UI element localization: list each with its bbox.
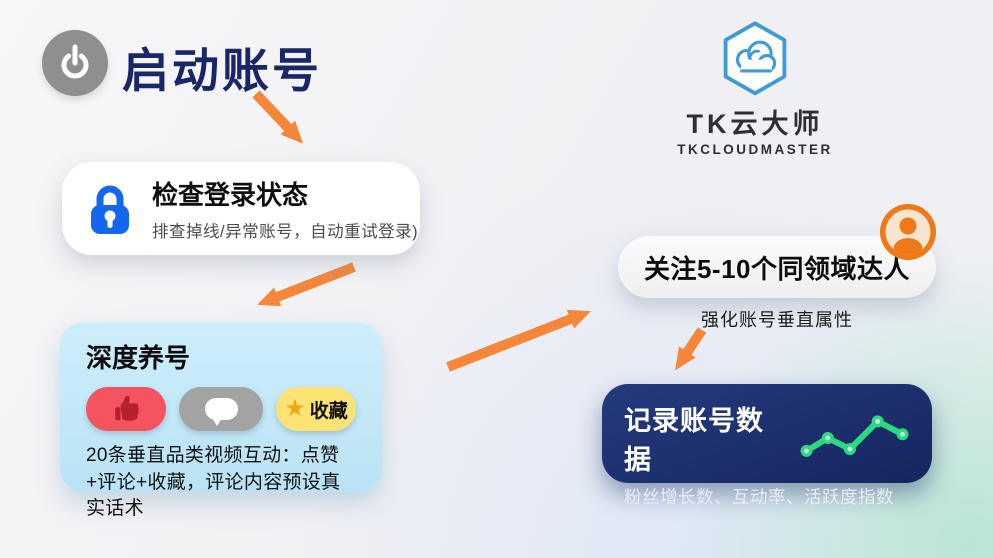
favorite-pill: ★ 收藏: [275, 387, 356, 431]
follow-title: 关注5-10个同领域达人: [643, 253, 911, 284]
record-subtitle: 粉丝增长数、互动率、活跃度指数: [624, 487, 894, 507]
avatar-icon: [878, 202, 938, 262]
speech-bubble-icon: [204, 398, 238, 426]
cloud-hexagon-logo-icon: [723, 21, 787, 96]
like-pill: [86, 387, 167, 431]
brand-subtitle: TKCLOUDMASTER: [677, 142, 833, 157]
comment-pill: [179, 387, 263, 431]
star-icon: ★: [284, 395, 306, 422]
power-icon: [42, 30, 108, 96]
brand-logo: TK云大师 TKCLOUDMASTER: [655, 20, 855, 157]
lock-icon: [91, 185, 129, 234]
favorite-label: 收藏: [309, 400, 348, 422]
record-title: 记录账号数据: [624, 406, 764, 475]
arrow-login-to-nurture: [257, 262, 356, 307]
page-title: 启动账号: [122, 44, 322, 97]
card-record-data: 记录账号数据 粉丝增长数、互动率、活跃度指数: [602, 384, 932, 507]
check-login-title: 检查登录状态: [152, 180, 309, 210]
nurture-title: 深度养号: [86, 343, 191, 373]
line-chart-icon: [800, 415, 909, 457]
nurture-description: 20条垂直品类视频互动：点赞+评论+收藏，评论内容预设真实话术: [86, 445, 341, 520]
interaction-pills: ★ 收藏: [86, 387, 356, 431]
card-deep-nurture: 深度养号 ★ 收藏 20条垂直品类视频互动：点赞+评论+收藏，评论内容预设真实话…: [60, 322, 382, 519]
thumbs-up-icon: [114, 395, 139, 421]
arrow-nurture-to-follow: [446, 309, 591, 372]
card-follow-creators: 关注5-10个同领域达人: [618, 236, 936, 298]
brand-name: TK云大师: [686, 109, 824, 139]
check-login-subtitle: 排查掉线/异常账号，自动重试登录): [152, 223, 419, 241]
follow-note: 强化账号垂直属性: [701, 310, 853, 330]
arrow-follow-to-record: [675, 327, 707, 371]
card-check-login: 检查登录状态 排查掉线/异常账号，自动重试登录): [62, 162, 420, 255]
